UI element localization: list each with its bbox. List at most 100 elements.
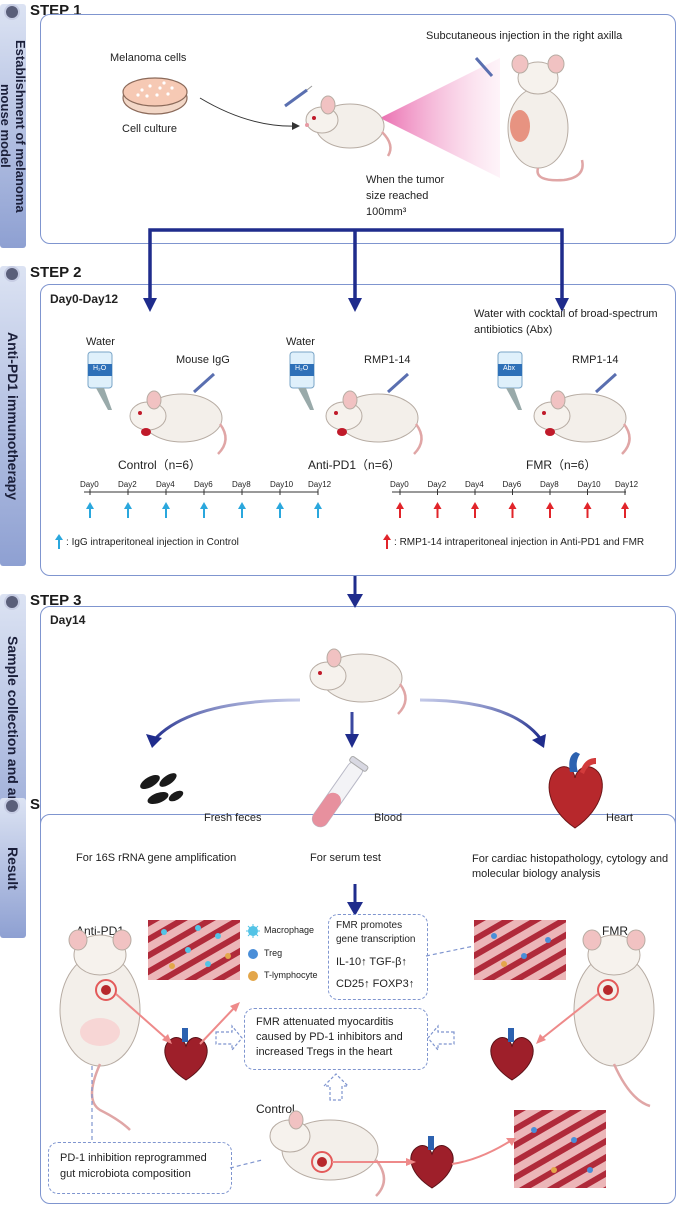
day-label-control: Day12 — [308, 480, 332, 489]
mouse-antipd1-icon — [59, 929, 141, 1131]
melanoma-cells-label: Melanoma cells — [110, 52, 187, 64]
group-name-antipd1: Anti-PD1（n=6） — [308, 458, 401, 472]
legend-treg: Treg — [264, 948, 283, 958]
water-bottle-icon — [87, 351, 113, 410]
tumor-size-line1: When the tumor — [366, 174, 445, 186]
day-label-control: Day4 — [156, 480, 175, 489]
sample-arrows — [146, 698, 546, 748]
petri-dish-icon — [122, 77, 188, 115]
injection-label: Subcutaneous injection in the right axil… — [426, 30, 623, 42]
sample-use-heart: For cardiac histopathology, cytology and… — [472, 852, 672, 882]
conclusion-line1: FMR attenuated myocarditis — [256, 1016, 394, 1028]
group-name-control: Control（n=6） — [118, 458, 202, 472]
group-split-arrows — [143, 168, 569, 312]
conclusion-line2: caused by PD-1 inhibitors and — [256, 1031, 403, 1043]
sample-use-heart-text: For cardiac histopathology, cytology and… — [472, 853, 669, 880]
water-bottle-icon — [289, 351, 315, 410]
fmr-transcription-box — [328, 914, 428, 1000]
mouse-control-icon — [269, 1110, 386, 1197]
injection-arrow-fmr — [546, 502, 554, 518]
injection-arrow-fmr — [433, 502, 442, 518]
day-label-control: Day6 — [194, 480, 213, 489]
water-label-antipd1: Water — [286, 336, 315, 348]
step2-side-label: Anti-PD1 immunotherapy — [5, 331, 21, 500]
treg-icon — [248, 949, 258, 959]
bottle-label-fmr: Abx — [503, 365, 516, 372]
injection-arrow-fmr — [396, 502, 404, 518]
culture-to-mouse-arrow — [199, 58, 500, 178]
rmp-arrow-icon — [383, 534, 391, 549]
day-label-fmr: Day8 — [540, 480, 559, 489]
fmr-box-line2: gene transcription — [336, 934, 416, 945]
step2-title: STEP 2 — [30, 264, 82, 281]
feces-icon — [140, 773, 184, 805]
sample-use-feces: For 16S rRNA gene amplification — [76, 852, 237, 864]
water-label-fmr: Water with cocktail of broad-spectrum an… — [474, 306, 674, 338]
down-arrow-icon — [347, 884, 363, 916]
day-label-control: Day10 — [270, 480, 294, 489]
syringe-icon — [284, 85, 313, 108]
heart-fmr-icon — [490, 1028, 534, 1081]
water-label-fmr-text: Water with cocktail of broad-spectrum an… — [474, 308, 658, 336]
drug-label-control: Mouse IgG — [176, 354, 230, 366]
injection-arrow-control — [162, 502, 170, 518]
sample-use-blood: For serum test — [310, 852, 381, 864]
cell-culture-label: Cell culture — [122, 123, 178, 135]
day-label-fmr: Day10 — [577, 480, 601, 489]
injection-arrow-fmr — [508, 502, 517, 518]
mouse-icon — [309, 648, 407, 715]
heart-control-icon — [410, 1136, 454, 1189]
drug-label-fmr: RMP1-14 — [572, 354, 619, 366]
legend-macrophage: Macrophage — [264, 925, 315, 935]
day-label-fmr: Day4 — [465, 480, 484, 489]
tumor-size-line2: size reached — [366, 190, 429, 202]
syringe-icon — [192, 372, 216, 394]
day-label-control: Day0 — [80, 480, 99, 489]
legend-igg-text: IgG intraperitoneal injection in Control — [71, 537, 239, 548]
t-lymphocyte-icon — [248, 971, 258, 981]
step2-side-bar: Anti-PD1 immunotherapy — [0, 266, 26, 566]
day14-label: Day14 — [50, 613, 86, 627]
step3-side-label: Sample collection and analysis — [5, 635, 21, 843]
legend-rmp: : RMP1-14 intraperitoneal injection in A… — [394, 537, 645, 548]
down-arrow-icon — [347, 576, 363, 608]
injection-arrow-control — [124, 502, 132, 518]
water-bottle-icon — [497, 351, 523, 410]
injection-arrow-control — [86, 502, 94, 518]
fmr-box-line3: IL-10↑ TGF-β↑ — [336, 956, 407, 968]
heart-icon — [548, 752, 603, 829]
result-control-label: Control — [256, 1102, 295, 1116]
injection-arrow-control — [314, 502, 322, 518]
water-label-control: Water — [86, 336, 115, 348]
gut-microbiota-box — [48, 1142, 232, 1194]
histology-control — [514, 1110, 606, 1188]
macrophage-icon — [246, 924, 260, 938]
result-antipd1-label: Anti-PD1 — [76, 924, 125, 938]
step4-side-label: Result — [5, 846, 21, 890]
day-label-fmr: Day2 — [427, 480, 447, 489]
histology-antipd1 — [148, 920, 240, 980]
syringe-icon-2 — [474, 57, 494, 77]
gut-box-line2: gut microbiota composition — [60, 1168, 191, 1180]
day-label-control: Day2 — [118, 480, 137, 489]
injection-arrow-control — [200, 502, 208, 518]
fmr-box-line4: CD25↑ FOXP3↑ — [336, 978, 415, 990]
sample-name-feces: Fresh feces — [204, 812, 262, 824]
sample-name-blood: Blood — [374, 812, 403, 824]
conclusion-line3: increased Tregs in the heart — [256, 1046, 393, 1058]
tumor-size-line3: 100mm³ — [366, 206, 407, 218]
mouse-standing-icon — [507, 54, 584, 182]
day-label-fmr: Day0 — [390, 480, 409, 489]
period-label: Day0-Day12 — [50, 292, 119, 306]
step1-side-bar: Establishment of melanoma mouse model — [0, 4, 28, 248]
blood-tube-icon — [311, 755, 369, 828]
mouse-icon — [533, 390, 631, 455]
conclusion-box — [244, 1008, 428, 1070]
injection-arrow-control — [238, 502, 246, 518]
step4-dot-icon — [4, 798, 20, 814]
injection-arrow-fmr — [471, 502, 479, 518]
step3-dot-icon — [4, 594, 20, 610]
step4-side-bar: Result — [0, 798, 26, 938]
mouse-fmr-icon — [573, 929, 655, 1108]
